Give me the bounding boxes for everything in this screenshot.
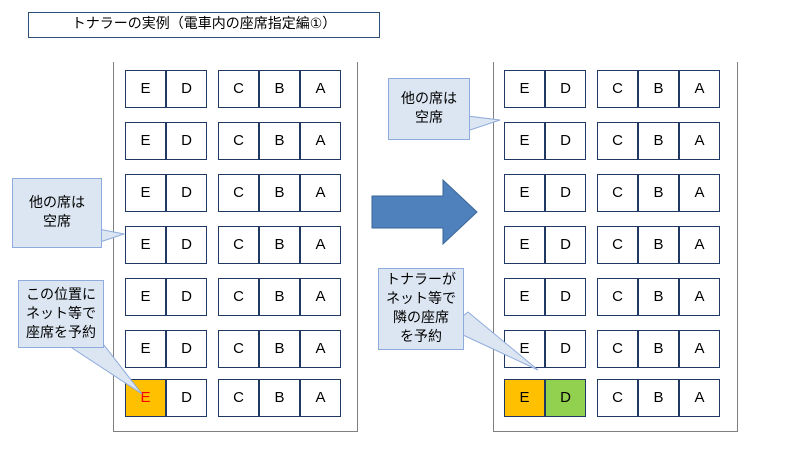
seat-d: D [545,278,586,316]
callout-line: 他の席は [29,195,85,211]
seat-a: A [679,330,720,368]
seat-c: C [218,174,259,212]
seat-b: B [259,330,300,368]
seat-a: A [300,226,341,264]
seat-a: A [679,122,720,160]
seat-a: A [679,226,720,264]
seat-c: C [597,278,638,316]
seat-b: B [259,174,300,212]
seat-a: A [300,122,341,160]
seat-a: A [300,70,341,108]
callout-tail [58,339,143,395]
reserved-seat-e: E [504,379,545,417]
seat-a: A [679,278,720,316]
seat-a: A [300,174,341,212]
callout-line: ネット等で [386,291,456,307]
seat-e: E [504,278,545,316]
seat-d: D [166,278,207,316]
seat-b: B [259,278,300,316]
seat-e: E [125,330,166,368]
seat-e: E [125,70,166,108]
left-other-seats-callout: 他の席は 空席 [12,178,102,248]
callout-line: ネット等で [26,305,96,322]
callout-line: この位置に [26,286,96,303]
seat-d: D [166,174,207,212]
transition-arrow [371,178,478,246]
seat-e: E [504,70,545,108]
tonara-seat-d: D [545,379,586,417]
callout-line: トナラーが [386,272,456,288]
seat-b: B [259,379,300,417]
callout-tail [466,115,501,132]
seat-e: E [504,122,545,160]
diagram-title: トナラーの実例（電車内の座席指定編①） [28,12,380,38]
callout-line: 空席 [43,214,71,230]
seat-c: C [597,122,638,160]
seat-a: A [300,278,341,316]
seat-d: D [166,379,207,417]
seat-d: D [545,226,586,264]
seat-e: E [504,174,545,212]
seat-c: C [218,379,259,417]
seat-d: D [166,122,207,160]
seat-b: B [638,122,679,160]
seat-d: D [545,330,586,368]
seat-a: A [679,70,720,108]
seat-d: D [166,70,207,108]
seat-b: B [259,122,300,160]
seat-c: C [218,226,259,264]
seat-d: D [545,70,586,108]
callout-line: 隣の座席 [393,310,449,326]
seat-c: C [597,330,638,368]
seat-b: B [259,226,300,264]
right-other-seats-callout: 他の席は 空席 [388,78,470,140]
seat-a: A [300,330,341,368]
seat-b: B [638,278,679,316]
seat-c: C [218,70,259,108]
seat-e: E [504,226,545,264]
seat-b: B [638,70,679,108]
seat-d: D [166,330,207,368]
callout-line: を予約 [400,329,442,345]
seat-b: B [638,379,679,417]
seat-d: D [166,226,207,264]
seat-b: B [638,226,679,264]
seat-e: E [125,278,166,316]
seat-e: E [125,122,166,160]
seat-b: B [638,174,679,212]
right-tonara-callout: トナラーが ネット等で 隣の座席 を予約 [378,268,464,350]
callout-line: 座席を予約 [26,324,96,341]
seat-a: A [679,379,720,417]
callout-line: 他の席は [401,91,457,107]
seat-c: C [597,70,638,108]
reserved-seat-e: E [125,379,166,417]
seat-d: D [545,122,586,160]
seat-c: C [218,122,259,160]
seat-c: C [218,278,259,316]
seat-e: E [125,226,166,264]
seat-c: C [597,174,638,212]
seat-d: D [545,174,586,212]
seat-b: B [638,330,679,368]
seat-a: A [300,379,341,417]
seat-e: E [125,174,166,212]
seat-c: C [597,226,638,264]
callout-line: 空席 [415,110,443,126]
seat-a: A [679,174,720,212]
left-booking-callout: この位置に ネット等で 座席を予約 [18,280,104,348]
seat-c: C [597,379,638,417]
seat-c: C [218,330,259,368]
seat-b: B [259,70,300,108]
